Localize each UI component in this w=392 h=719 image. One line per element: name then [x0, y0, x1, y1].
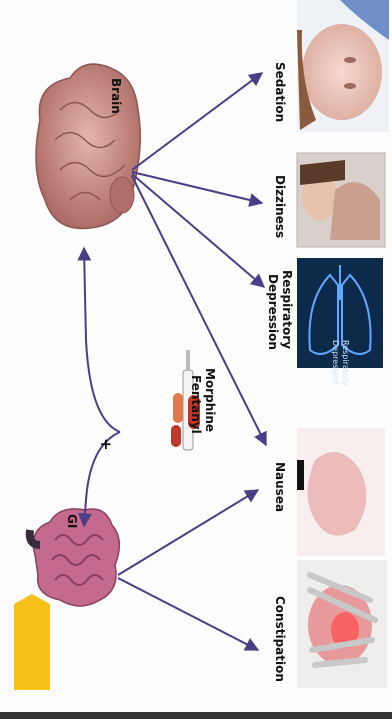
nausea-photo — [297, 428, 385, 556]
yellow-tab-marker — [14, 594, 50, 690]
arrow-drug-to-brain — [84, 248, 120, 432]
sedation-photo — [297, 0, 389, 132]
brain-illustration — [36, 64, 140, 228]
label-gi: GI — [65, 514, 79, 528]
label-respiratory-line2: Depression — [266, 274, 280, 350]
label-nausea: Nausea — [273, 462, 287, 512]
label-dizziness: Dizziness — [273, 175, 287, 238]
lungs-photo: Respiratory Depression — [297, 258, 383, 386]
label-respiratory-line1: Respiratory — [280, 270, 294, 349]
lung-caption-line2: Depression — [331, 340, 340, 385]
arrow-gut-nausea — [118, 490, 258, 575]
arrow-brain-dizziness — [132, 172, 262, 203]
label-sedation: Sedation — [273, 62, 287, 122]
lung-caption-line1: Respiratory — [341, 340, 350, 386]
label-brain: Brain — [109, 78, 123, 114]
arrow-brain-sedation — [132, 73, 262, 170]
constipation-photo — [297, 560, 387, 688]
bottom-border — [0, 712, 392, 719]
dizziness-photo — [297, 153, 385, 247]
label-drug-fentanyl: Fentanyl — [189, 375, 203, 434]
arrow-gut-constipation — [118, 578, 258, 650]
label-constipation: Constipation — [273, 596, 287, 682]
plus-sign: + — [97, 438, 115, 451]
label-drug-morphine: Morphine — [203, 368, 217, 432]
arrow-brain-respiratory — [132, 174, 264, 287]
